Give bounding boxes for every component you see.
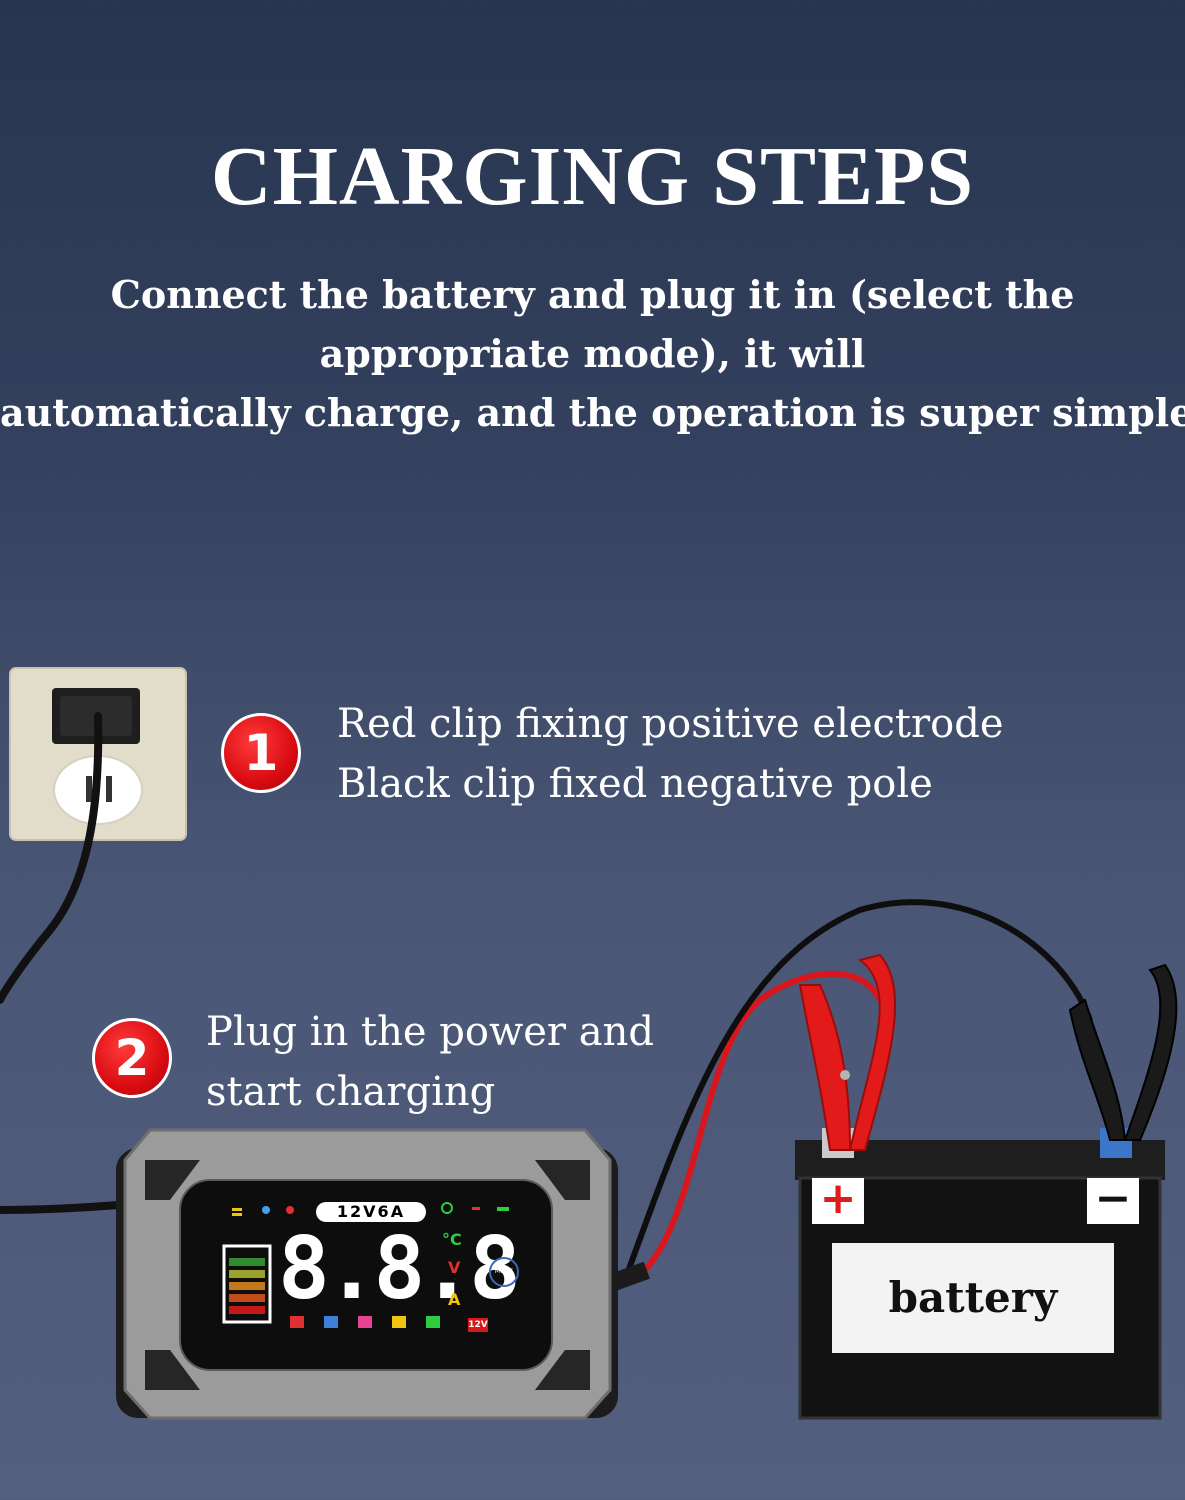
voltage-badge: 12V	[468, 1318, 488, 1332]
step-1-line-1: Red clip fixing positive electrode	[337, 701, 1004, 747]
step-2-text: Plug in the power and start charging	[206, 1002, 654, 1122]
unit-celsius: °C	[442, 1230, 462, 1249]
subtitle-line-3: automatically charge, and the operation …	[0, 390, 1185, 435]
subtitle-line-1: Connect the battery and plug it in (sele…	[110, 272, 1075, 317]
charger-display-digits: 8.8.8	[278, 1219, 521, 1319]
charger-input-cable	[0, 1201, 119, 1214]
battery-charger	[116, 1128, 618, 1420]
step-1-badge: 1	[221, 713, 301, 793]
subtitle-line-2: appropriate mode), it will	[319, 331, 866, 376]
black-clip	[1068, 963, 1178, 1141]
red-clip	[798, 953, 896, 1151]
battery-label: battery	[832, 1243, 1114, 1353]
step-2-badge: 2	[92, 1018, 172, 1098]
step-2-line-2: start charging	[206, 1069, 496, 1115]
positive-terminal-symbol: +	[819, 1173, 857, 1224]
step-2-line-1: Plug in the power and	[206, 1009, 654, 1055]
unit-volts: V	[448, 1258, 461, 1277]
black-cable	[622, 899, 1093, 1282]
red-cable	[637, 970, 883, 1278]
power-cord	[0, 712, 103, 1004]
negative-terminal-symbol: −	[1094, 1173, 1132, 1224]
subtitle: Connect the battery and plug it in (sele…	[0, 265, 1185, 442]
charger-model-label: 12V6A	[316, 1202, 426, 1222]
step-1-line-2: Black clip fixed negative pole	[337, 761, 933, 807]
page-title: CHARGING STEPS	[210, 130, 975, 223]
mode-button: MODE	[489, 1257, 519, 1287]
step-1-text: Red clip fixing positive electrode Black…	[337, 694, 1003, 814]
unit-amps: A	[448, 1290, 461, 1309]
